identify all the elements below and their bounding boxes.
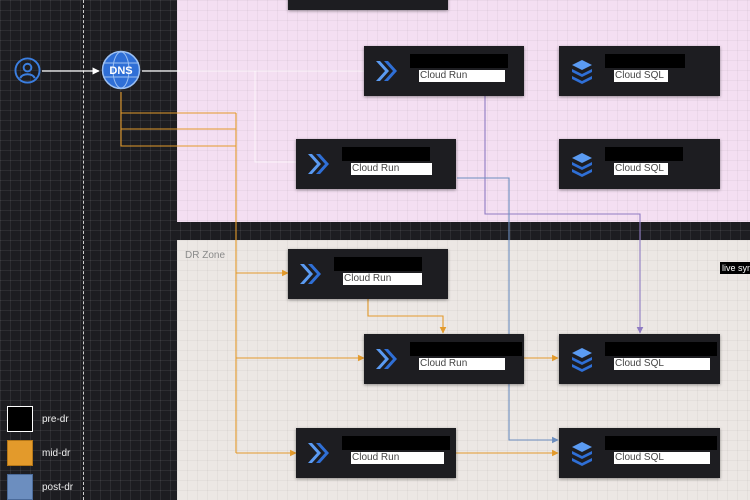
service-type-label: Cloud Run <box>419 70 505 82</box>
legend-label-mid-dr: mid-dr <box>42 448 71 459</box>
service-type-label: Cloud SQL <box>614 358 710 370</box>
redacted-name <box>605 147 683 161</box>
service-type-label: Cloud SQL <box>614 163 668 175</box>
primary-cloud-sql-1[interactable]: Cloud SQL <box>559 46 720 96</box>
boundary-dashed-line <box>83 0 84 500</box>
legend-label-pre-dr: pre-dr <box>42 414 69 425</box>
cloud-sql-icon <box>572 442 592 466</box>
dr-cloud-run-3[interactable]: Cloud Run <box>296 428 456 478</box>
service-type-label: Cloud Run <box>351 452 444 464</box>
dr-cloud-sql-2[interactable]: Cloud SQL <box>559 428 720 478</box>
cloud-run-icon <box>300 264 321 284</box>
service-type-label: Cloud Run <box>419 358 505 370</box>
service-box-top[interactable] <box>288 0 448 10</box>
legend-swatch-post-dr <box>7 474 33 500</box>
legend-label-post-dr: post-dr <box>42 482 74 493</box>
cloud-run-icon <box>308 443 329 463</box>
dr-cloud-run-1[interactable]: Cloud Run <box>288 249 448 299</box>
redacted-name <box>605 436 717 450</box>
service-type-label: Cloud Run <box>351 163 432 175</box>
cloud-sql-icon <box>572 153 592 177</box>
service-type-label: Cloud SQL <box>614 452 710 464</box>
cloud-run-icon <box>308 154 329 174</box>
primary-cloud-run-2[interactable]: Cloud Run <box>296 139 456 189</box>
primary-cloud-sql-2[interactable]: Cloud SQL <box>559 139 720 189</box>
redacted-name <box>605 342 717 356</box>
redacted-name <box>334 257 422 271</box>
cloud-sql-icon <box>572 348 592 372</box>
live-sync-label: live sync <box>720 262 750 274</box>
cloud-run-icon <box>376 61 397 81</box>
dr-cloud-run-2[interactable]: Cloud Run <box>364 334 524 384</box>
redacted-name <box>410 54 508 68</box>
legend-swatch-pre-dr <box>7 406 33 432</box>
redacted-name <box>605 54 685 68</box>
service-type-label: Cloud SQL <box>614 70 668 82</box>
dns-globe-icon: DNS <box>101 50 141 90</box>
dr-cloud-sql-1[interactable]: Cloud SQL <box>559 334 720 384</box>
user-icon <box>14 57 41 84</box>
dns-label: DNS <box>109 65 132 77</box>
primary-cloud-run-1[interactable]: Cloud Run <box>364 46 524 96</box>
redacted-name <box>342 436 450 450</box>
legend-swatch-mid-dr <box>7 440 33 466</box>
cloud-sql-icon <box>572 60 592 84</box>
service-type-label: Cloud Run <box>343 273 422 285</box>
dns-node[interactable]: DNS <box>101 50 141 90</box>
redacted-name <box>410 342 522 356</box>
redacted-name <box>342 147 430 161</box>
dr-zone-label: DR Zone <box>185 250 226 261</box>
cloud-run-icon <box>376 349 397 369</box>
